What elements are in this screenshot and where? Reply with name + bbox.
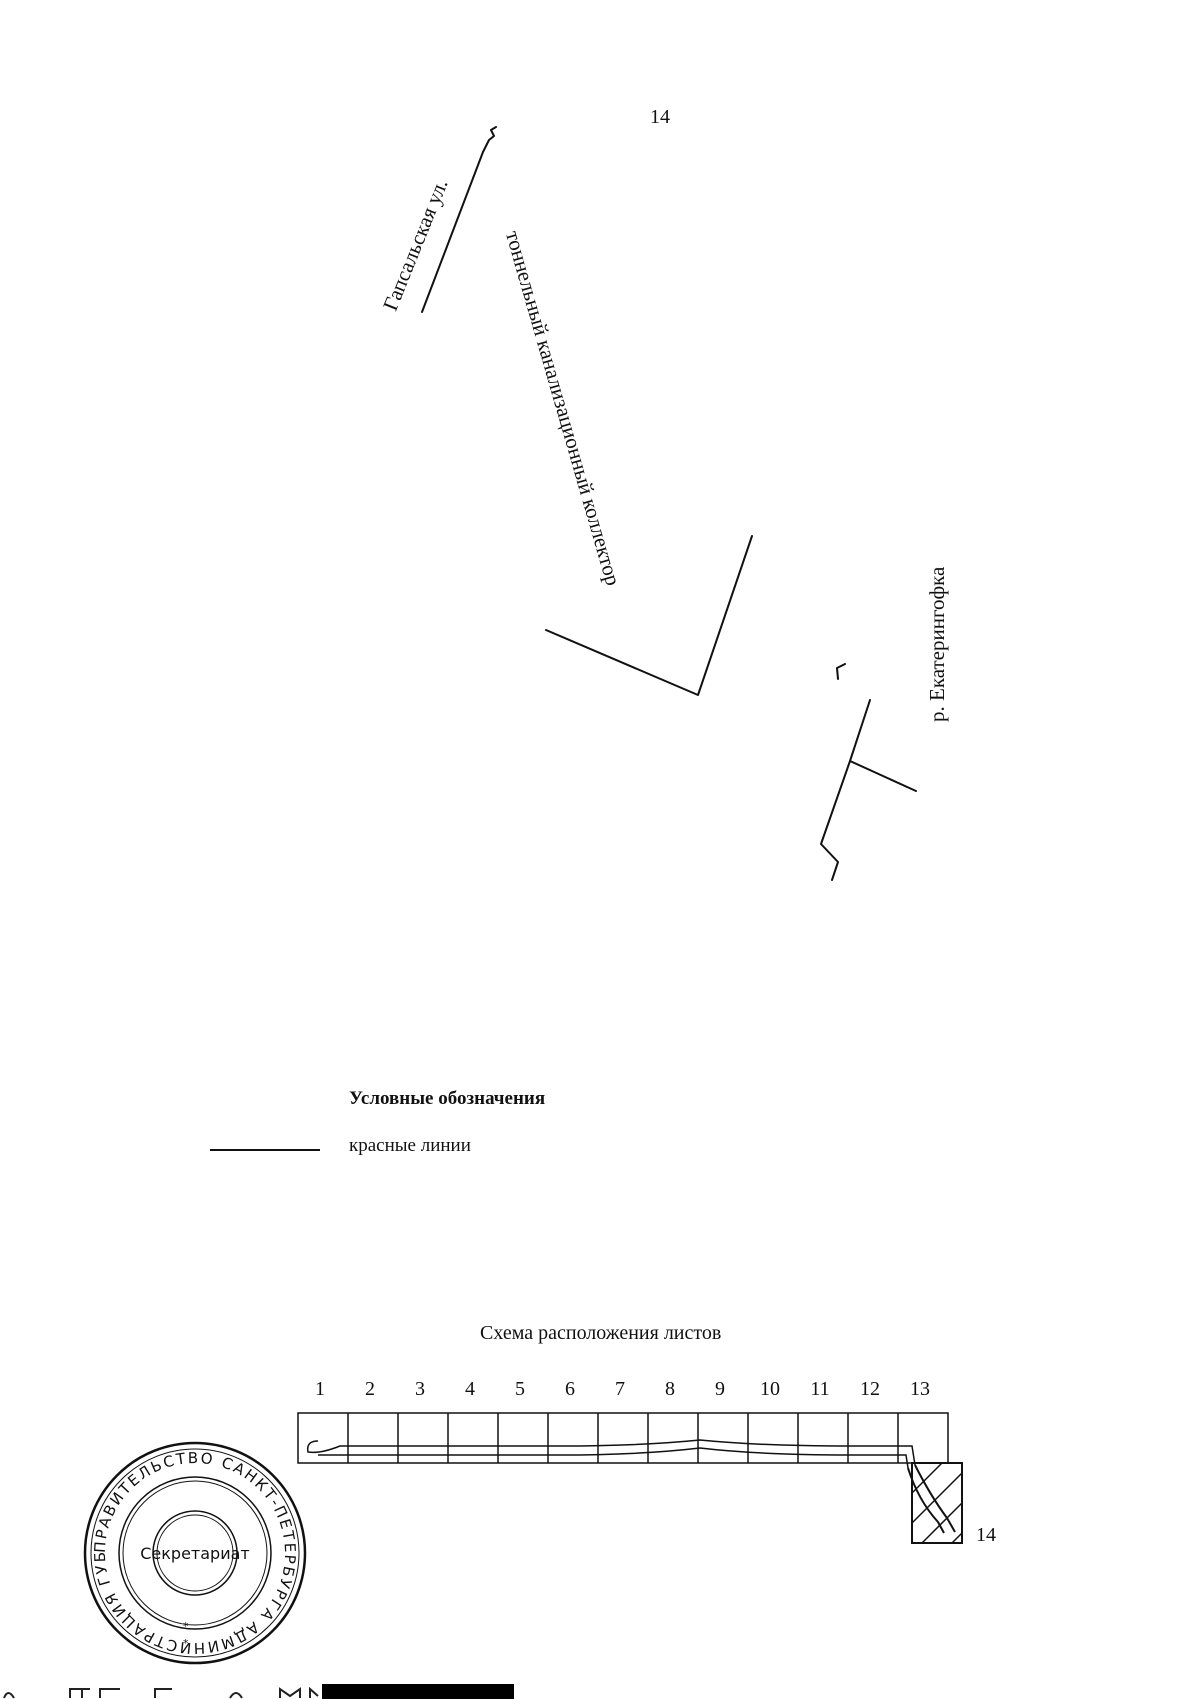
sheet-number-label: 7 [615, 1378, 625, 1400]
legend-red-line-label: красные линии [349, 1135, 471, 1156]
legend-red-line-swatch [210, 1149, 320, 1151]
svg-text:*: * [183, 1620, 189, 1633]
red-line-collector-corner [545, 535, 753, 696]
redaction-bar [322, 1684, 514, 1699]
sheet-number-label: 4 [465, 1378, 475, 1400]
sheet-number-label: 12 [860, 1378, 880, 1400]
sheet-number-label: 9 [715, 1378, 725, 1400]
seal-ring-text: ПРАВИТЕЛЬСТВО САНКТ-ПЕТЕРБУРГА АДМИНИСТР… [0, 0, 299, 1657]
sheet-number-label: 8 [665, 1378, 675, 1400]
sheet-number-label: 10 [760, 1378, 780, 1400]
red-line-river-west [820, 699, 871, 881]
sheet-number-label: 2 [365, 1378, 375, 1400]
collector-route-lower [318, 1447, 909, 1469]
sheet-numbers-row: 1 2 3 4 5 6 7 8 9 10 11 12 13 [296, 1378, 946, 1404]
collector-route-sheet-14 [907, 1464, 956, 1534]
sheet-number-label: 11 [810, 1378, 830, 1400]
red-line-river-west-small [836, 663, 846, 680]
cropped-footer-fragment [3, 1686, 319, 1699]
sheet-number-label: 6 [565, 1378, 575, 1400]
sheet-number-label: 5 [515, 1378, 525, 1400]
sheet-number-label: 3 [415, 1378, 425, 1400]
sheet-layout-scheme [297, 1412, 963, 1544]
official-seal: * * [83, 1441, 307, 1665]
collector-route-upper [306, 1439, 916, 1466]
sheet-number-label: 1 [315, 1378, 325, 1400]
sheet-scheme-title: Схема расположения листов [480, 1322, 722, 1344]
seal-center-text: Секретариат [140, 1544, 249, 1563]
sheet-14-label: 14 [976, 1524, 996, 1546]
sheet-14-hatch [911, 1462, 963, 1544]
sheet-number: 14 [650, 106, 670, 128]
red-line-river-branch [849, 760, 917, 792]
legend-title: Условные обозначения [349, 1088, 546, 1109]
sheet-number-label: 13 [910, 1378, 930, 1400]
red-line-gapsalskaya [421, 126, 497, 313]
sheet-strip [297, 1412, 949, 1464]
svg-text:*: * [183, 1637, 189, 1650]
